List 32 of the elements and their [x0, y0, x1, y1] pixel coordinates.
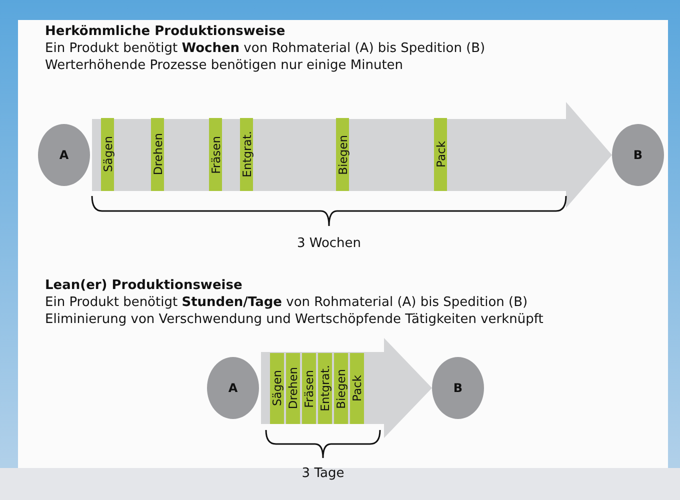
step-label: Entgrat. [240, 131, 252, 178]
process-bar [336, 118, 349, 191]
step-label: Pack [351, 375, 363, 402]
step-label: Sägen [271, 370, 283, 406]
process-bar [350, 353, 364, 424]
step-label: Drehen [152, 133, 164, 176]
process-bar [151, 118, 164, 191]
step-label: Fräsen [303, 370, 315, 408]
process-bar [286, 353, 300, 424]
step-label: Fräsen [210, 136, 222, 174]
section-heading: Lean(er) Produktionsweise [45, 278, 242, 294]
step-label: Drehen [287, 367, 299, 410]
step-label: Biegen [336, 134, 348, 174]
section-heading: Herkömmliche Produktionsweise [45, 24, 286, 40]
description-text: Ein Produkt benötigt Wochen von Rohmaterial (A) bis Spedition (B) [45, 41, 486, 57]
duration-label: 3 Tage [302, 466, 344, 482]
step-label: Pack [434, 141, 446, 168]
process-bar [101, 118, 114, 191]
step-label: Sägen [102, 136, 114, 172]
step-label: Biegen [335, 368, 347, 408]
description-text: Werterhöhende Prozesse benötigen nur einige Minuten [45, 58, 404, 74]
process-bar [434, 118, 447, 191]
duration-label: 3 Wochen [296, 236, 362, 252]
step-label: Entgrat. [319, 365, 331, 412]
process-bar [209, 118, 222, 191]
description-text: Eliminierung von Verschwendung und Wertschöpfende Tätigkeiten verknüpft [45, 312, 544, 328]
process-bar [270, 353, 284, 424]
process-bar [302, 353, 316, 424]
process-bar [240, 118, 253, 191]
process-bar [334, 353, 348, 424]
process-bar [318, 353, 332, 424]
description-text: Ein Produkt benötigt Stunden/Tage von Rohmaterial (A) bis Spedition (B) [45, 295, 528, 311]
